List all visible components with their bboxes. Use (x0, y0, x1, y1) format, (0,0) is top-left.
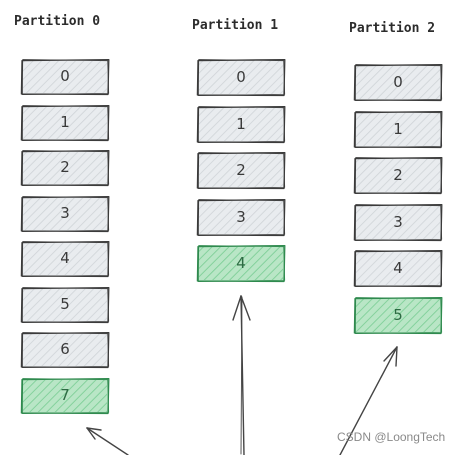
partition-0-offset-label: 2 (60, 158, 70, 176)
partition-0-offset-label: 6 (60, 340, 70, 358)
partition-1-offset-cell (196, 105, 286, 144)
partition-1-offset-label: 3 (236, 207, 246, 226)
arrows-layer (86, 295, 398, 455)
partition-0-offset-label: 1 (60, 113, 70, 131)
partition-0-offset-label: 5 (60, 295, 70, 313)
partition-2-offset-label: 2 (393, 165, 403, 184)
partition-0-new-message-cell (20, 377, 110, 415)
partition-1-offset-label: 1 (236, 114, 246, 133)
partition-0-offset-label: 4 (60, 249, 70, 267)
partition-1-offset-cell (196, 198, 286, 237)
watermark: CSDN @LoongTech (337, 430, 446, 444)
partition-1-new-message-cell (196, 244, 286, 283)
partition-0-title: Partition 0 (14, 14, 101, 29)
partition-0-offset-cell (20, 104, 110, 142)
partition-0-offset-label: 0 (60, 67, 70, 85)
partition-2-offset-cell (353, 110, 443, 149)
partition-2-offset-label: 0 (393, 72, 403, 91)
partition-0-offset-label: 3 (60, 204, 70, 222)
partition-1-offset-label: 2 (236, 160, 246, 179)
partition-0-offset-cell (20, 58, 110, 96)
arrow-to-partition-2 (339, 346, 398, 455)
partition-1-title: Partition 1 (192, 18, 279, 33)
partition-0-offset-cell (20, 286, 110, 324)
arrow-to-partition-0 (86, 427, 129, 455)
partition-0-offset-cell (20, 331, 110, 369)
arrow-to-partition-1 (232, 295, 251, 455)
partition-1-offset-label: 0 (236, 67, 246, 86)
partition-2-offset-cell (353, 156, 443, 195)
partition-1-offset-cell (196, 58, 286, 97)
partition-2-title: Partition 2 (349, 21, 436, 36)
partition-1-offset-cell (196, 151, 286, 190)
cells-layer (20, 58, 443, 415)
partition-0-offset-cell (20, 195, 110, 233)
partition-2-offset-cell (353, 249, 443, 288)
partition-2-new-message-cell (353, 296, 443, 335)
partition-0-offset-cell (20, 149, 110, 187)
partition-2-new-offset-label: 5 (393, 305, 403, 324)
partition-2-offset-label: 3 (393, 212, 403, 231)
partition-2-offset-label: 1 (393, 119, 403, 138)
partition-2-offset-cell (353, 203, 443, 242)
partition-1-new-offset-label: 4 (236, 253, 246, 272)
partition-0-new-offset-label: 7 (60, 386, 70, 404)
partition-2-offset-cell (353, 63, 443, 102)
partition-2-offset-label: 4 (393, 258, 403, 277)
partition-0-offset-cell (20, 240, 110, 278)
